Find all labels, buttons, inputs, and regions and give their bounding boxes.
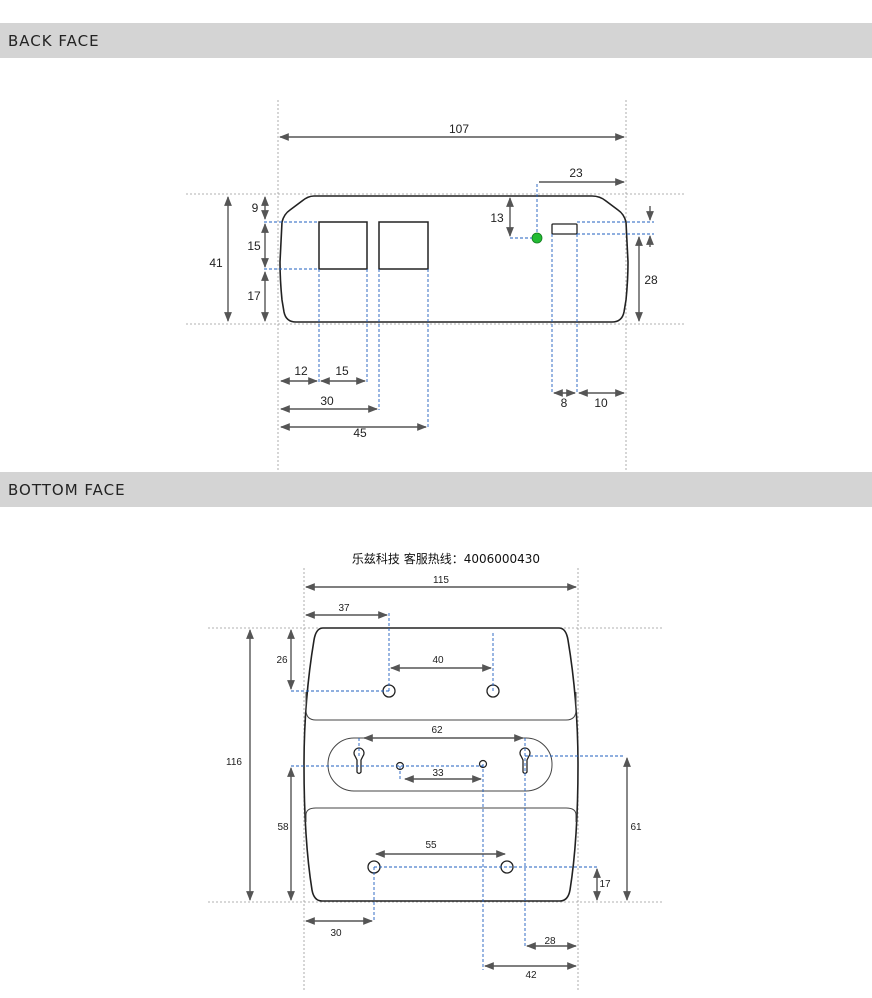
small-hole-right — [478, 759, 488, 769]
dim-right-61: 61 — [630, 822, 642, 833]
dim-bottom-left-30: 30 — [330, 928, 342, 939]
keyhole-right — [519, 747, 531, 775]
bottom-guide-lines — [291, 613, 624, 970]
back-device-outline — [279, 195, 629, 323]
dim-hole-left-37: 37 — [338, 603, 350, 614]
dim-bottom-17: 17 — [599, 879, 611, 890]
back-switch — [551, 223, 578, 235]
dim-port-height-15: 15 — [247, 239, 261, 253]
bottom-panel-top — [305, 692, 577, 721]
dim-port2-left-30: 30 — [320, 394, 334, 408]
dim-width-107: 107 — [449, 122, 469, 136]
dim-height-41: 41 — [209, 256, 223, 270]
back-port-2 — [378, 221, 429, 270]
back-dimension-arrows — [224, 133, 654, 431]
bottom-caption: 乐兹科技 客服热线：4006000430 — [352, 551, 540, 566]
dim-switch-right-10: 10 — [594, 396, 608, 410]
bottom-face-header: BOTTOM FACE — [0, 472, 872, 507]
dim-led-13: 13 — [490, 211, 504, 225]
back-face-title: BACK FACE — [8, 32, 100, 50]
dim-switch-8: 8 — [561, 396, 568, 410]
dim-port1-left-12: 12 — [294, 364, 308, 378]
dim-port2-right-45: 45 — [353, 426, 367, 440]
dim-hole-spacing-55: 55 — [425, 840, 437, 851]
dim-port-width-15: 15 — [335, 364, 349, 378]
dim-top-9: 9 — [252, 201, 259, 215]
bottom-panel-bottom — [305, 807, 577, 822]
back-extension-lines — [186, 100, 684, 470]
dim-left-58: 58 — [277, 822, 289, 833]
bottom-device-outline — [303, 627, 579, 902]
dim-slot-spacing-62: 62 — [431, 725, 443, 736]
back-face-drawing: 107 23 13 9 15 17 41 28 12 15 30 45 8 10 — [186, 100, 684, 470]
dim-small-hole-33: 33 — [432, 768, 444, 779]
dim-right-offset-23: 23 — [569, 166, 583, 180]
dim-height-116: 116 — [226, 757, 242, 768]
dim-right-42: 42 — [525, 970, 537, 981]
back-port-1 — [318, 221, 368, 270]
bottom-face-title: BOTTOM FACE — [8, 481, 126, 499]
dim-right-28: 28 — [544, 936, 556, 947]
dim-bottom-17: 17 — [247, 289, 261, 303]
dim-hole-spacing-40: 40 — [432, 655, 444, 666]
keyhole-left — [353, 747, 365, 775]
status-led — [531, 232, 543, 244]
bottom-dimension-arrows — [246, 583, 631, 970]
bottom-face-drawing: 乐兹科技 客服热线：4006000430 — [208, 551, 662, 990]
back-face-header: BACK FACE — [0, 23, 872, 58]
dim-right-28: 28 — [644, 273, 658, 287]
dim-top-26: 26 — [276, 655, 288, 666]
dim-width-115: 115 — [433, 575, 449, 586]
back-guide-lines — [264, 184, 654, 428]
